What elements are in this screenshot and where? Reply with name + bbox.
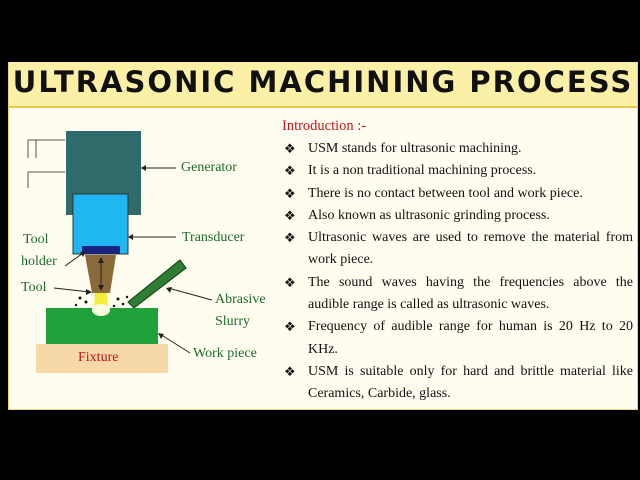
diamond-bullet-icon: ❖ bbox=[284, 163, 296, 179]
transducer-label: Transducer bbox=[182, 230, 245, 245]
list-item: ❖It is a non traditional machining proce… bbox=[284, 160, 633, 182]
generator-label: Generator bbox=[181, 160, 237, 175]
diamond-bullet-icon: ❖ bbox=[284, 363, 296, 379]
diamond-bullet-icon: ❖ bbox=[284, 141, 296, 156]
leader-lines bbox=[53, 167, 213, 354]
tool-holder-label-line1: Tool bbox=[23, 232, 49, 247]
list-item: ❖The sound waves having the frequencies … bbox=[284, 272, 633, 317]
abrasive-slurry-label-line1: Abrasive bbox=[215, 292, 266, 307]
tool-holder-label-line2: holder bbox=[21, 254, 57, 269]
list-item: ❖USM stands for ultrasonic machining. bbox=[284, 138, 633, 160]
list-item: ❖USM is suitable only for hard and britt… bbox=[284, 361, 633, 406]
title-bar: ULTRASONIC MACHINING PROCESS bbox=[9, 62, 637, 108]
diamond-bullet-icon: ❖ bbox=[284, 319, 296, 335]
diamond-bullet-icon: ❖ bbox=[284, 230, 296, 246]
power-lines bbox=[27, 139, 65, 188]
usm-diagram-graphic bbox=[27, 131, 213, 373]
list-item: ❖Frequency of audible range for human is… bbox=[284, 316, 633, 361]
transducer-block bbox=[72, 193, 129, 255]
diamond-bullet-icon: ❖ bbox=[284, 207, 296, 223]
fixture-label: Fixture bbox=[78, 350, 119, 365]
diamond-bullet-icon: ❖ bbox=[284, 274, 296, 290]
list-item: ❖Also known as ultrasonic grinding proce… bbox=[284, 205, 633, 227]
fixture-block bbox=[36, 344, 168, 373]
list-item: ❖There is no contact between tool and wo… bbox=[284, 183, 633, 205]
tool-holder-block bbox=[82, 246, 120, 254]
abrasive-nozzle bbox=[127, 259, 187, 309]
tool-label: Tool bbox=[21, 280, 47, 295]
bullet-list: ❖USM stands for ultrasonic machining. ❖I… bbox=[284, 138, 633, 406]
work-piece-label: Work piece bbox=[193, 346, 257, 361]
leader-arrowheads bbox=[80, 165, 172, 339]
diamond-bullet-icon: ❖ bbox=[284, 185, 296, 201]
abrasive-slurry-label-line2: Slurry bbox=[215, 314, 250, 329]
list-item: ❖Ultrasonic waves are used to remove the… bbox=[284, 227, 633, 272]
page-title: ULTRASONIC MACHINING PROCESS bbox=[12, 65, 634, 99]
usm-diagram: Generator Transducer Tool holder Tool Ab… bbox=[10, 110, 272, 408]
intro-heading: Introduction :- bbox=[282, 118, 367, 134]
